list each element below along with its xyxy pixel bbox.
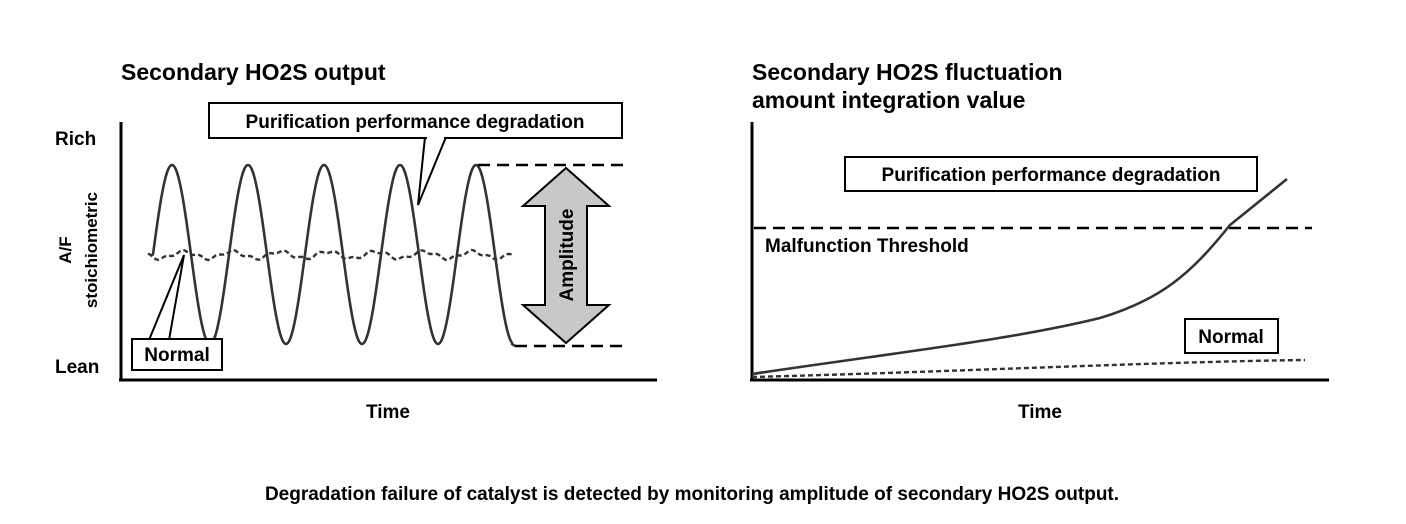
left-degradation-callout-text: Purification performance degradation bbox=[246, 112, 585, 133]
normal-output-curve bbox=[147, 248, 513, 262]
left-normal-callout-box bbox=[131, 338, 223, 371]
y-axis-label-stoichiometric: stoichiometric bbox=[82, 192, 101, 308]
left-normal-callout-text: Normal bbox=[144, 345, 209, 366]
y-label-rich: Rich bbox=[55, 129, 96, 150]
right-panel-title-line2: amount integration value bbox=[752, 87, 1025, 113]
right-degradation-callout-box bbox=[844, 156, 1258, 192]
right-normal-callout-box bbox=[1184, 318, 1279, 354]
degraded-integration-curve bbox=[751, 177, 1288, 376]
right-degradation-callout-text: Purification performance degradation bbox=[882, 165, 1221, 186]
right-x-axis-label: Time bbox=[1018, 402, 1062, 423]
right-normal-callout-text: Normal bbox=[1198, 327, 1263, 348]
left-panel-title: Secondary HO2S output bbox=[121, 59, 386, 85]
right-panel-title-line1: Secondary HO2S fluctuation bbox=[752, 59, 1063, 85]
normal-callout-pointer-2 bbox=[168, 254, 185, 341]
left-degradation-callout-box bbox=[208, 102, 623, 139]
amplitude-arrow bbox=[520, 166, 612, 345]
left-degradation-callout-pointer bbox=[417, 136, 448, 206]
left-x-axis-label: Time bbox=[366, 402, 410, 423]
caption: Degradation failure of catalyst is detec… bbox=[265, 484, 1119, 505]
y-label-lean: Lean bbox=[55, 357, 99, 378]
amplitude-label: Amplitude bbox=[557, 209, 578, 302]
normal-callout-pointer-1 bbox=[148, 254, 185, 341]
normal-integration-curve bbox=[751, 358, 1306, 379]
y-axis-label-af: A/F bbox=[56, 236, 75, 263]
malfunction-threshold-label: Malfunction Threshold bbox=[765, 236, 969, 257]
